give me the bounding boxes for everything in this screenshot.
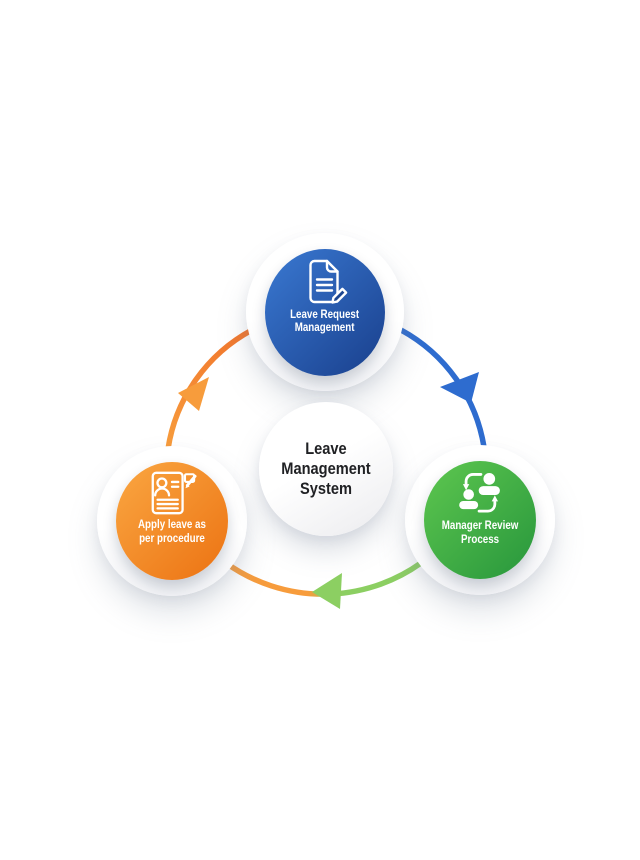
application-form-icon (151, 471, 197, 515)
node-apply-leave-circle: Apply leave as per procedure (116, 462, 228, 580)
pencil-glyph (331, 287, 348, 304)
node-label-line: per procedure (139, 532, 205, 545)
person-head (156, 477, 168, 489)
document-edit-icon (309, 259, 348, 304)
form-short-lines (170, 480, 180, 488)
document-lines (315, 277, 334, 292)
green-arrowhead-icon (312, 573, 342, 609)
hub-title-line: Leave (305, 439, 347, 458)
node-label: Manager Review Process (442, 520, 519, 547)
node-label-line: Manager Review (441, 520, 519, 532)
people-glyphs (459, 473, 500, 510)
hub-title: Leave Management System (281, 439, 370, 499)
node-label-line: Management (295, 322, 355, 334)
node-manager-review-circle: Manager Review Process (424, 461, 536, 579)
center-hub: Leave Management System (259, 402, 393, 536)
node-label: Leave Request Management (290, 309, 359, 336)
arc-apply-leave-to-leave-request (165, 327, 255, 452)
document-fold (325, 259, 339, 273)
hub-title-line: Management (281, 459, 371, 478)
exchange-arrows (464, 473, 497, 513)
orange-arrowhead-icon (178, 377, 209, 411)
form-outline (151, 471, 184, 515)
form-lines (156, 498, 179, 510)
document-outline (309, 259, 339, 303)
pen-tip (185, 483, 190, 489)
node-label-line: Process (460, 533, 500, 546)
node-apply-leave-per-procedure: Apply leave as per procedure (97, 446, 247, 596)
blue-arrowhead-icon (440, 372, 479, 403)
person-shoulders (154, 487, 171, 497)
up-arrowhead-icon (491, 495, 499, 502)
hub-title-line: System (299, 479, 353, 498)
node-leave-request-circle: Leave Request Management (265, 248, 385, 376)
node-manager-review-process: Manager Review Process (405, 445, 555, 595)
arc-leave-request-to-manager-review (398, 327, 487, 450)
node-leave-request-management: Leave Request Management (246, 233, 404, 391)
pen-glyph (185, 474, 197, 487)
node-label: Apply leave as per procedure (138, 519, 206, 546)
node-label-line: Apply leave as (138, 519, 206, 531)
down-arrowhead-icon (462, 484, 470, 491)
people-exchange-icon (459, 473, 500, 513)
node-label-line: Leave Request (290, 308, 360, 321)
